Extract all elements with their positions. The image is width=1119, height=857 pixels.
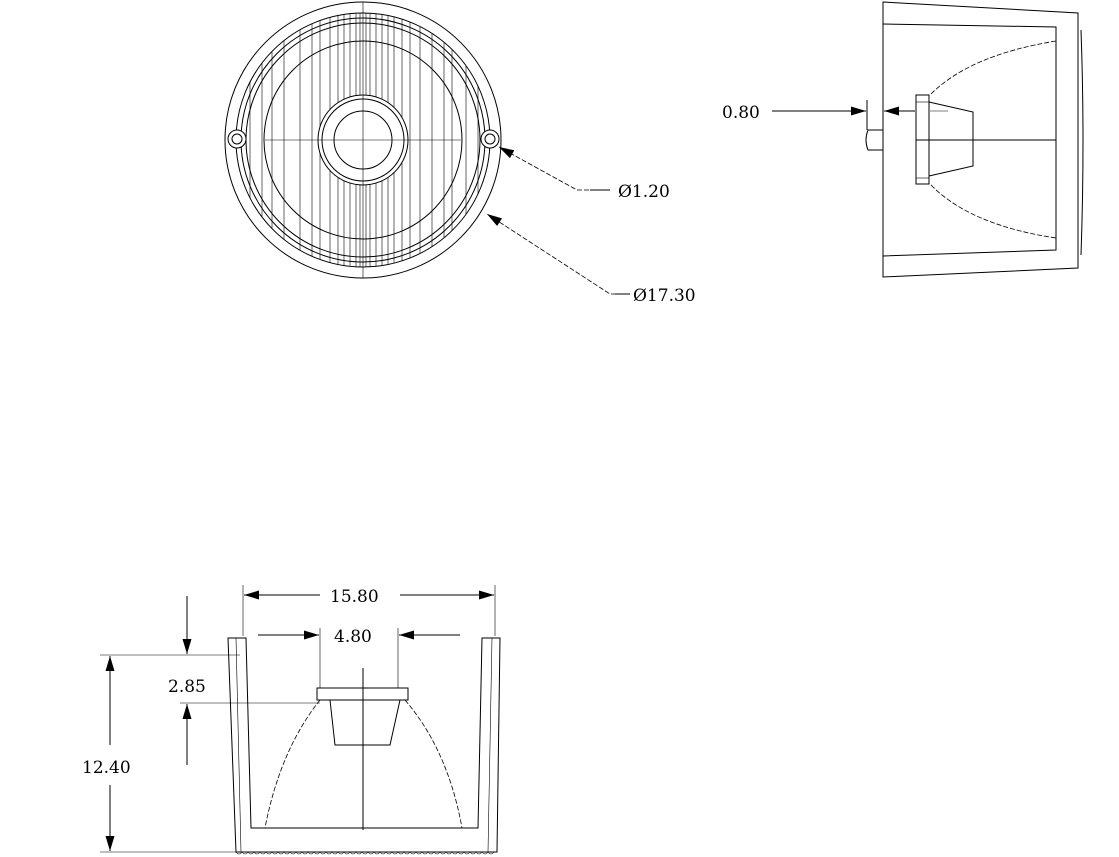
lens-width-label: 4.80 — [334, 627, 372, 647]
hole-diameter-label: Ø1.20 — [618, 182, 670, 202]
outer-width-label: 15.80 — [330, 587, 379, 607]
outer-diameter-label: Ø17.30 — [633, 286, 696, 306]
flange-thickness-label: 0.80 — [722, 103, 760, 123]
hole-diameter-leader — [498, 146, 610, 191]
outer-diameter-leader — [486, 213, 630, 295]
height-label: 12.40 — [82, 758, 131, 778]
mount-hole-right — [480, 129, 500, 149]
lens-depth-label: 2.85 — [168, 677, 206, 697]
section-view — [100, 585, 501, 855]
side-view — [772, 1, 1084, 278]
mount-hole-left — [227, 129, 247, 149]
front-view: Ø1.20 Ø17.30 — [224, 1, 696, 306]
